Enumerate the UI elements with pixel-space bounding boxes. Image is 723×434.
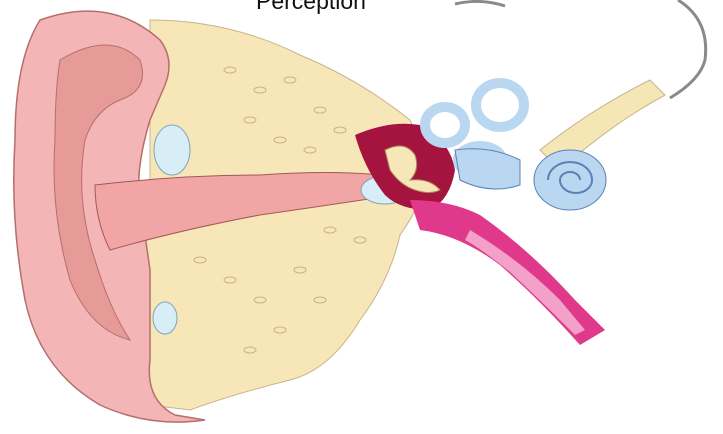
perception-label: Perception <box>256 0 406 16</box>
lower-cartilage <box>153 302 177 334</box>
eustachian-tube-inner <box>465 230 585 335</box>
cochlea <box>534 150 606 210</box>
upper-cartilage <box>154 125 190 175</box>
